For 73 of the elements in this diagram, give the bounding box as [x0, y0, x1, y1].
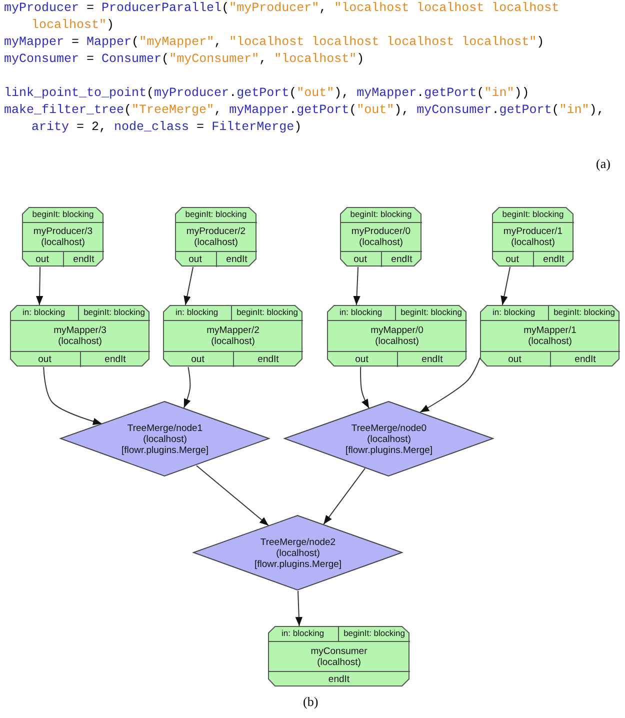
port-label: endIt: [258, 354, 279, 365]
port-label: endIt: [422, 354, 443, 365]
node-label: TreeMerge/node1 (localhost) [flowr.plugins.Merge]: [120, 422, 210, 456]
arrow: [500, 266, 511, 306]
port-label: out: [36, 254, 49, 266]
port-label: beginIt: blocking: [400, 307, 462, 318]
port-label: myProducer/3 (localhost): [32, 226, 94, 248]
port-label: in: blocking: [492, 307, 536, 318]
arrow: [43, 366, 102, 425]
record-node: [163, 305, 303, 367]
arrow: [295, 590, 303, 626]
port-label: myMapper/0 (localhost): [370, 324, 424, 347]
caption-label: (b): [303, 694, 318, 710]
record-node: [492, 207, 574, 267]
port-label: out: [354, 254, 367, 266]
port-label: out: [191, 354, 204, 365]
port-label: beginIt: blocking: [344, 628, 405, 640]
port-label: myMapper/2 (localhost): [206, 324, 260, 347]
port-label: beginIt: blocking: [236, 307, 298, 318]
arrow: [183, 366, 191, 408]
port-label: myProducer/2 (localhost): [185, 226, 247, 248]
arrow: [360, 366, 370, 409]
record-node: [327, 305, 467, 367]
port-label: myMapper/3 (localhost): [52, 324, 108, 347]
record-node: [480, 305, 620, 367]
port-label: myProducer/1 (localhost): [502, 226, 564, 248]
port-label: endIt: [328, 674, 350, 685]
arrow: [353, 266, 360, 306]
merge-diamond: [193, 515, 403, 591]
arrow: [184, 266, 194, 306]
port-label: endIt: [73, 254, 94, 266]
port-label: endIt: [574, 354, 596, 365]
merge-diamond: [60, 401, 270, 477]
arrow: [323, 468, 366, 525]
port-label: out: [506, 254, 519, 266]
code-line: myProducer = ProducerParallel("myProducer", "localhost localhost localhost localhost"): [4, 0, 560, 34]
port-label: in: blocking: [340, 307, 382, 318]
arrow: [420, 357, 480, 413]
code-line: link_point_to_point(myProducer.getPort("out"), myMapper.getPort("in")): [4, 85, 530, 102]
port-label: out: [38, 354, 52, 365]
port-label: endIt: [104, 354, 126, 365]
record-node: [175, 207, 257, 267]
code-line: myConsumer = Consumer("myConsumer", "localhost"): [4, 51, 366, 68]
caption-label: (a): [596, 156, 610, 172]
merge-diamond: [284, 401, 494, 477]
port-label: myMapper/1 (localhost): [522, 324, 578, 347]
port-label: endIt: [391, 254, 412, 266]
port-label: out: [188, 254, 202, 266]
port-label: beginIt: blocking: [32, 208, 94, 220]
port-label: in: blocking: [22, 307, 66, 318]
record-node: [22, 207, 104, 267]
port-label: endIt: [226, 254, 248, 266]
code-line: make_filter_tree("TreeMerge", myMapper.getPort("out"), myConsumer.getPort("in"), arity = 2, node_class = FilterMerge): [4, 102, 606, 136]
arrow: [196, 465, 270, 526]
record-node: [268, 626, 410, 687]
arrow: [36, 266, 44, 306]
port-label: myProducer/0 (localhost): [350, 226, 412, 248]
code-line: myMapper = Mapper("myMapper", "localhost localhost localhost localhost"): [4, 34, 546, 51]
port-label: endIt: [543, 254, 564, 266]
record-node: [10, 305, 150, 367]
record-node: [340, 207, 422, 267]
port-label: in: blocking: [282, 628, 324, 640]
port-label: beginIt: blocking: [554, 307, 615, 318]
port-label: beginIt: blocking: [350, 208, 412, 220]
port-label: myConsumer (localhost): [310, 646, 368, 668]
port-label: out: [508, 354, 522, 365]
node-label: TreeMerge/node0 (localhost) [flowr.plugins.Merge]: [344, 422, 434, 456]
port-label: beginIt: blocking: [502, 208, 564, 220]
node-label: TreeMerge/node2 (localhost) [flowr.plugins.Merge]: [253, 536, 343, 570]
port-label: in: blocking: [176, 307, 218, 318]
port-label: beginIt: blocking: [185, 208, 247, 220]
port-label: beginIt: blocking: [84, 307, 145, 318]
port-label: out: [355, 354, 368, 365]
